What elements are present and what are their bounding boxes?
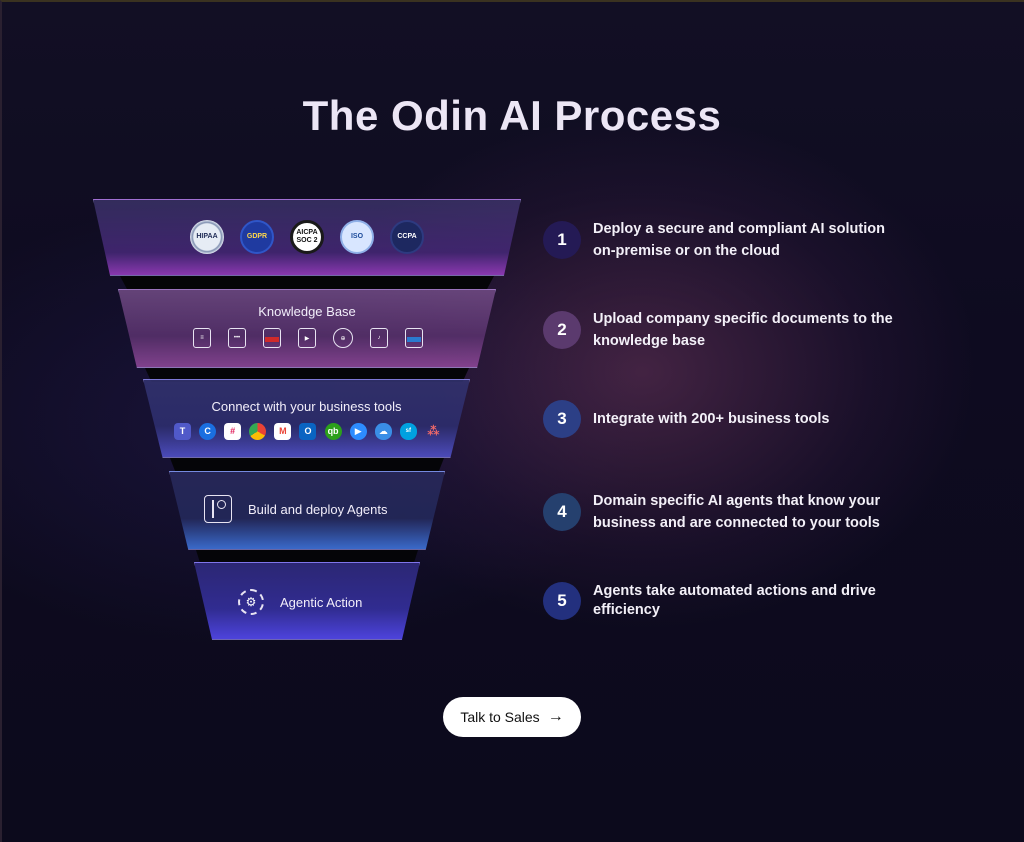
- onedrive-icon: ☁: [374, 422, 392, 440]
- gmail-icon: M: [274, 422, 292, 440]
- chrome-icon: [249, 422, 267, 440]
- doc-icon: ≡: [193, 328, 211, 348]
- page-title: The Odin AI Process: [302, 92, 722, 139]
- step-1: 1 Deploy a secure and compliant AI solut…: [543, 218, 893, 262]
- step-number: 1: [543, 221, 581, 259]
- talk-to-sales-button[interactable]: Talk to Sales →: [443, 697, 581, 737]
- asana-icon: ⁂: [427, 424, 440, 438]
- iso-badge: ISO: [340, 220, 374, 254]
- step-2: 2 Upload company specific documents to t…: [543, 308, 893, 352]
- custom-icon: C: [199, 422, 217, 440]
- salesforce-icon: sf: [399, 422, 417, 440]
- workflow-icon: [204, 495, 232, 523]
- compliance-badges: HIPAA GDPR AICPA SOC 2 ISO CCPA: [190, 220, 430, 256]
- agents-label: Build and deploy Agents: [248, 501, 388, 517]
- step-text: Domain specific AI agents that know your…: [593, 493, 881, 531]
- docx-icon: [405, 328, 423, 348]
- teams-icon: T: [174, 422, 191, 440]
- step-text: Deploy a secure and compliant AI solutio…: [593, 221, 885, 259]
- arrow-right-icon: →: [547, 708, 564, 725]
- step-3: 3 Integrate with 200+ business tools: [543, 400, 893, 438]
- quickbooks-icon: qb: [324, 422, 342, 440]
- tools-label: Connect with your business tools: [211, 399, 402, 414]
- step-number: 4: [543, 493, 581, 531]
- video-icon: ▶: [298, 328, 316, 348]
- outlook-icon: O: [299, 422, 317, 440]
- knowledge-icons: ≡ ••• ▶ ⊕ ♪: [193, 328, 423, 348]
- audio-file-icon: ♪: [370, 328, 388, 348]
- gear-cycle-icon: ⚙: [238, 589, 264, 615]
- gdpr-badge: GDPR: [240, 220, 274, 254]
- soc2-badge: AICPA SOC 2: [290, 220, 324, 254]
- step-4: 4 Domain specific AI agents that know yo…: [543, 490, 893, 534]
- step-text: Upload company specific documents to the…: [593, 311, 893, 349]
- zoom-icon: ▶: [349, 422, 367, 440]
- step-number: 5: [543, 582, 581, 620]
- step-text: Agents take automated actions and drive …: [593, 583, 876, 618]
- funnel-divider: [145, 368, 469, 382]
- step-number: 2: [543, 311, 581, 349]
- step-text: Integrate with 200+ business tools: [593, 411, 830, 427]
- talk-to-sales-label: Talk to Sales: [460, 709, 540, 725]
- funnel-layer-tools: [143, 379, 470, 458]
- hipaa-badge: HIPAA: [190, 220, 224, 254]
- step-number: 3: [543, 400, 581, 438]
- slack-icon: #: [224, 422, 242, 440]
- ccpa-badge: CCPA: [390, 220, 424, 254]
- action-label: Agentic Action: [280, 594, 363, 610]
- funnel-divider: [120, 276, 494, 290]
- pdf-icon: [263, 328, 281, 348]
- step-5: 5 Agents take automated actions and driv…: [543, 582, 893, 620]
- funnel-divider: [196, 550, 418, 564]
- tool-icons: T C # M O qb ▶ ☁ sf ⁂: [174, 421, 442, 441]
- globe-icon: ⊕: [333, 328, 353, 348]
- action-row: ⚙ Agentic Action: [238, 589, 362, 615]
- agents-row: Build and deploy Agents: [204, 495, 388, 523]
- knowledge-base-label: Knowledge Base: [258, 304, 356, 319]
- chat-icon: •••: [228, 328, 246, 348]
- funnel-divider: [170, 458, 444, 472]
